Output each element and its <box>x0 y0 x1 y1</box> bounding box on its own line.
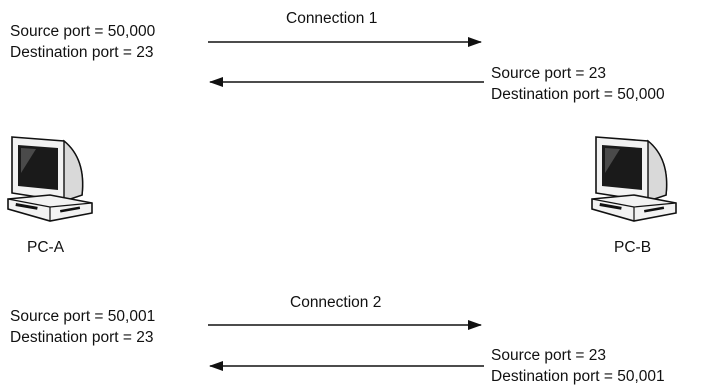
conn1-outbound-destination-port: Destination port = 23 <box>10 44 154 61</box>
conn2-outbound-destination-port: Destination port = 23 <box>10 329 154 346</box>
pc-a-label: PC-A <box>27 239 65 256</box>
pc-b-label: PC-B <box>614 239 652 256</box>
conn2-outbound-source-port: Source port = 50,001 <box>10 308 156 325</box>
conn1-inbound-source-port: Source port = 23 <box>491 65 607 82</box>
computer-icon <box>7 136 93 222</box>
conn2-title: Connection 2 <box>290 294 382 311</box>
conn1-title: Connection 1 <box>286 10 378 27</box>
computer-icon <box>591 136 677 222</box>
conn1-inbound-ports: Source port = 23 Destination port = 50,0… <box>491 63 665 105</box>
conn2-inbound-destination-port: Destination port = 50,001 <box>491 368 665 385</box>
conn1-outbound-ports: Source port = 50,000 Destination port = … <box>10 21 155 63</box>
conn2-outbound-ports: Source port = 50,001 Destination port = … <box>10 306 155 348</box>
conn1-outbound-source-port: Source port = 50,000 <box>10 23 156 40</box>
conn2-inbound-source-port: Source port = 23 <box>491 347 607 364</box>
conn1-inbound-destination-port: Destination port = 50,000 <box>491 86 665 103</box>
conn2-inbound-ports: Source port = 23 Destination port = 50,0… <box>491 345 665 387</box>
